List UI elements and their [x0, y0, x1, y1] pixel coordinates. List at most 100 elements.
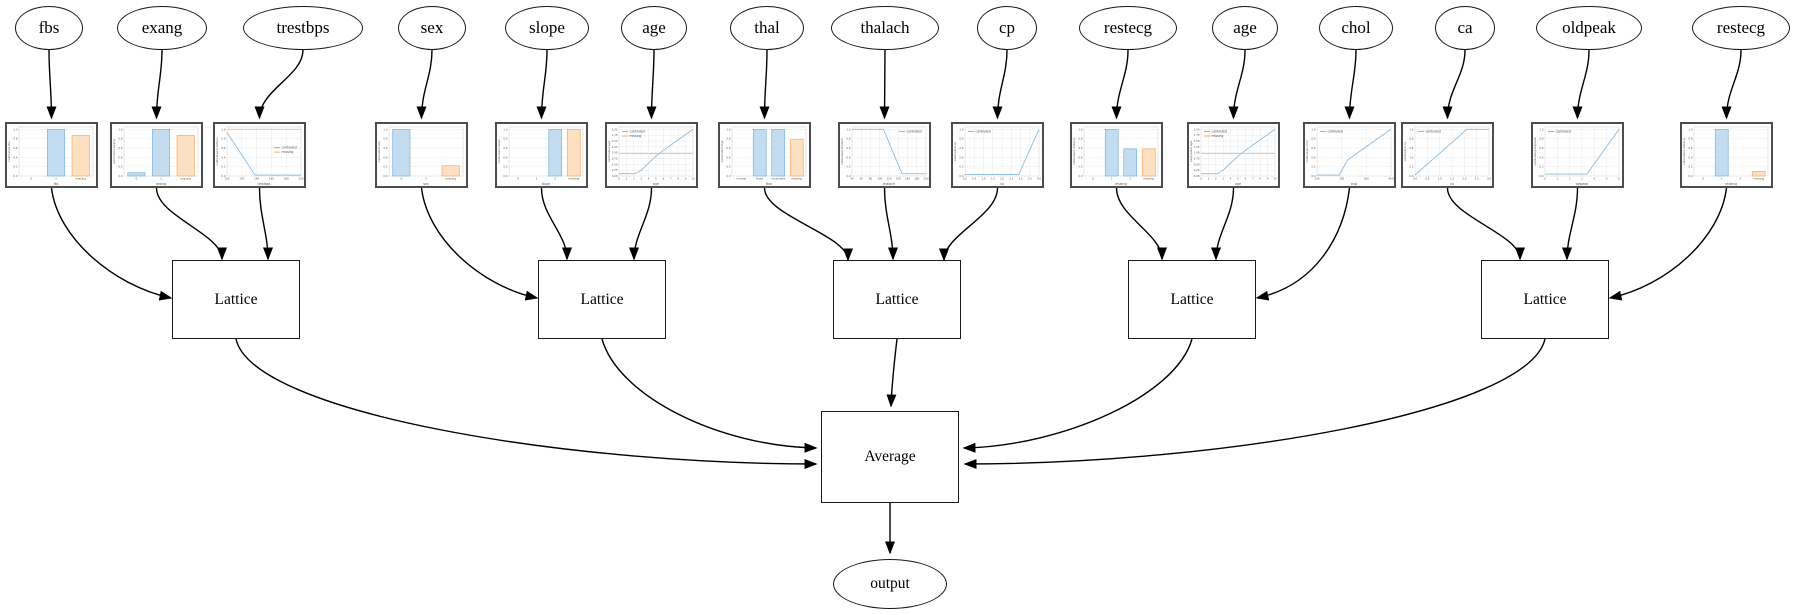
y-tick-label: 0.00	[612, 174, 618, 178]
y-axis-label: calibrated exang	[112, 139, 116, 164]
x-axis-label: cp	[1000, 182, 1004, 186]
x-tick-label: 3	[640, 176, 642, 180]
y-tick-label: 1.75	[612, 133, 618, 137]
x-tick-label: 180	[914, 176, 919, 180]
y-axis-label: calibrated restecg	[1682, 138, 1686, 165]
undefined: chol	[1319, 6, 1393, 50]
y-tick-label: 0.6	[1078, 146, 1082, 150]
input-label: restecg	[1716, 18, 1766, 37]
y-tick-label: 0.0	[1688, 174, 1692, 178]
y-tick-label: 0.8	[383, 137, 387, 141]
x-tick-label: 6	[663, 176, 665, 180]
y-tick-label: 0.0	[13, 174, 17, 178]
y-tick-label: 0.2	[846, 165, 850, 169]
x-axis-label: exang	[156, 182, 166, 186]
edge-arrow	[1228, 49, 1246, 120]
x-axis-label: age	[653, 182, 659, 186]
edge-arrow	[1111, 49, 1129, 120]
x-tick-label: 3.0	[1487, 176, 1491, 180]
y-tick-label: 1.0	[959, 127, 963, 131]
y-tick-label: 0.4	[383, 155, 387, 159]
x-tick-label: 1	[1721, 176, 1723, 180]
x-tick-label: 0	[400, 176, 402, 180]
y-tick-label: 0.6	[1409, 146, 1413, 150]
x-tick-label: missing	[1143, 176, 1154, 180]
y-axis-label: calibrated trestbps	[215, 137, 219, 166]
y-tick-label: 1.0	[1409, 127, 1413, 131]
x-tick-label: 4	[1594, 176, 1596, 180]
average-label: Average	[864, 448, 916, 465]
y-axis-label: calibrated slope	[497, 139, 501, 163]
x-tick-label: 5	[655, 176, 657, 180]
y-tick-label: 0.6	[383, 146, 387, 150]
undefined: restecg	[1079, 6, 1177, 50]
x-tick-label: 120	[887, 176, 892, 180]
edge-arrow	[155, 187, 227, 261]
y-tick-label: 0.0	[959, 174, 963, 178]
y-tick-label: 0.2	[118, 165, 122, 169]
x-tick-label: 1	[160, 176, 162, 180]
y-tick-label: 0.4	[1539, 155, 1543, 159]
y-tick-label: 1.0	[1311, 127, 1315, 131]
undefined: oldpeak	[1536, 6, 1642, 50]
undefined: fbs	[15, 6, 83, 50]
x-tick-label: 5	[1237, 176, 1239, 180]
lattice-label: Lattice	[214, 290, 258, 308]
x-tick-label: reversible	[771, 176, 785, 180]
x-tick-label: 100	[225, 176, 230, 180]
undefined: sex	[398, 6, 466, 50]
input-label: thalach	[860, 18, 910, 37]
x-tick-label: 200	[924, 176, 929, 180]
y-tick-label: 0.4	[1409, 155, 1413, 159]
y-tick-label: 0.4	[221, 155, 225, 159]
edge-arrow	[420, 187, 539, 301]
x-tick-label: 1	[425, 176, 427, 180]
legend-label: calibrated	[1328, 130, 1344, 134]
y-tick-label: 0.0	[1409, 174, 1413, 178]
edge-arrow	[1115, 187, 1167, 261]
x-axis-label: age	[1235, 182, 1241, 186]
x-tick-label: 2.5	[1475, 176, 1479, 180]
x-tick-label: 1	[1111, 176, 1113, 180]
x-tick-label: 0	[1092, 176, 1094, 180]
edge-arrow	[50, 187, 173, 301]
y-tick-label: 0.25	[612, 168, 618, 172]
edge-arrow	[235, 338, 818, 469]
undefined: cp	[977, 6, 1037, 50]
y-tick-label: 0.6	[1311, 146, 1315, 150]
y-tick-label: 0.8	[726, 137, 730, 141]
x-tick-label: 1.5	[991, 176, 995, 180]
undefined: age	[1212, 6, 1278, 50]
y-tick-label: 0.6	[1688, 146, 1692, 150]
y-axis-label: calibrated oldpeak	[1533, 137, 1537, 165]
edge-arrow	[629, 187, 653, 261]
edge-arrow	[601, 338, 818, 453]
y-axis-label: calibrated restecg	[1072, 138, 1076, 165]
edge-arrow	[540, 187, 572, 261]
x-tick-label: missing	[1753, 176, 1764, 180]
x-tick-label: 2	[554, 176, 556, 180]
y-tick-label: 0.2	[959, 165, 963, 169]
input-label: age	[642, 18, 666, 37]
x-tick-label: 10	[691, 176, 695, 180]
undefined: thal	[730, 6, 804, 50]
undefined: age	[621, 6, 687, 50]
undefined: Lattice	[1481, 260, 1609, 339]
lattice-label: Lattice	[1523, 290, 1567, 308]
y-tick-label: 0.2	[503, 165, 507, 169]
legend-label: calibrated	[282, 146, 298, 150]
x-tick-label: 140	[896, 176, 901, 180]
x-tick-label: missing	[568, 176, 579, 180]
x-tick-label: 1	[626, 176, 628, 180]
